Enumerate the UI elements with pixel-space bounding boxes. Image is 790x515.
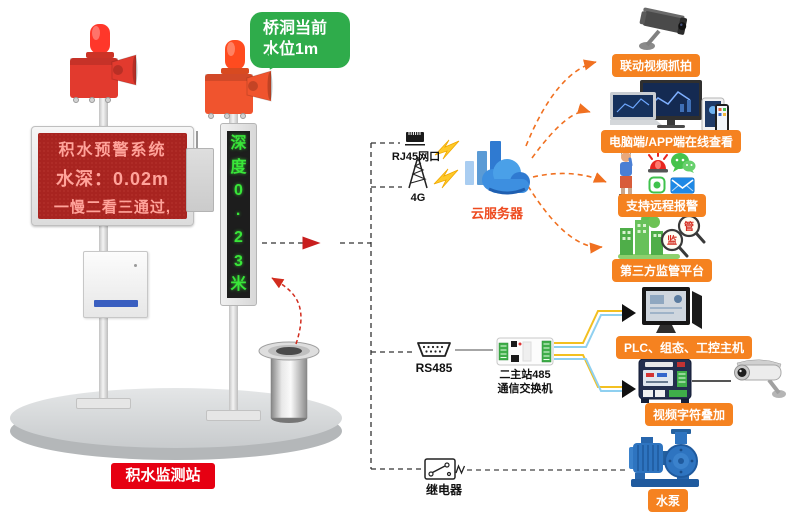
target-label-supervision: 第三方监管平台 <box>612 259 713 282</box>
depth-display-screen: 深 度 0 · 2 3 米 <box>227 131 250 298</box>
cellular-tower-icon <box>408 157 428 189</box>
cabinet-blue-label <box>94 300 138 307</box>
depth-char: 米 <box>230 276 247 293</box>
email-icon <box>670 177 695 194</box>
led-warning-board: 积水预警系统 水深：0.02m 一慢二看三通过, <box>31 126 194 226</box>
alarm-beacon-horn-icon <box>205 40 273 119</box>
cloud-curve-2 <box>531 103 591 159</box>
antenna-rod <box>196 131 198 149</box>
target-label-remote-alarm: 支持远程报警 <box>618 194 707 217</box>
video-overlay-device-icon <box>638 358 692 403</box>
target-label-online-view: 电脑端/APP端在线查看 <box>601 130 742 153</box>
cloud-curve-3 <box>532 172 607 183</box>
depth-char: · <box>235 205 242 223</box>
depth-char: 0 <box>234 182 243 199</box>
cellular-label: 4G <box>410 192 426 204</box>
depth-char: 3 <box>234 252 243 270</box>
plc-host-icon <box>642 287 702 333</box>
supervision-platform-icon: 管 监 <box>618 214 706 259</box>
relay-label: 继电器 <box>425 483 462 497</box>
wire-blue <box>554 314 622 348</box>
water-level-sensor-icon <box>258 341 320 423</box>
switch-label-line2: 通信交换机 <box>497 382 553 395</box>
rj45-port-icon <box>405 132 425 146</box>
magnifier-char: 监 <box>667 234 677 247</box>
switch-label-line1: 二主站485 <box>499 369 551 381</box>
app-icon <box>648 176 666 194</box>
wechat-icon <box>671 153 696 173</box>
equipment-box <box>186 148 214 212</box>
water-level-callout: 桥洞当前 水位1m <box>250 12 350 68</box>
led-screen: 积水预警系统 水深：0.02m 一慢二看三通过, <box>38 133 187 219</box>
depth-char: 2 <box>234 229 243 246</box>
callout-line2: 水位1m <box>263 40 319 58</box>
depth-display-board: 深 度 0 · 2 3 米 <box>220 123 257 306</box>
target-label-video-capture: 联动视频抓拍 <box>612 54 701 77</box>
person-icon <box>619 151 634 197</box>
cloud-curve-4 <box>527 185 603 254</box>
control-cabinet <box>83 251 148 318</box>
wire-blue <box>554 358 622 392</box>
lightning-icon <box>434 139 460 160</box>
depth-char: 深 <box>230 135 247 152</box>
rs485-connector-icon <box>417 342 451 357</box>
overlay-label: 视频字符叠加 <box>645 403 734 426</box>
pump-label: 水泵 <box>648 489 689 512</box>
plc-label: PLC、组态、工控主机 <box>616 336 753 359</box>
pc-app-devices-icon <box>610 80 729 134</box>
switch-label: 二主站485 通信交换机 <box>487 369 563 397</box>
wire-yellow <box>554 354 622 388</box>
water-pump-icon <box>629 429 699 487</box>
wire-arrowhead <box>622 380 636 398</box>
cloud-curve-1 <box>525 59 597 147</box>
rs485-label: RS485 <box>415 361 453 375</box>
left-pole-base <box>76 398 131 409</box>
bullet-camera-icon <box>734 359 786 398</box>
right-pole-base <box>206 410 261 421</box>
wire-arrowhead <box>622 304 636 322</box>
cctv-camera-icon <box>639 7 688 50</box>
wire-yellow <box>554 310 622 344</box>
cloud-server-icon <box>465 141 530 195</box>
sensor-display-arrow <box>271 277 302 345</box>
led-line1: 积水预警系统 <box>58 141 167 159</box>
cabinet-lock-dot <box>134 264 137 267</box>
led-line2: 水深：0.02m <box>55 168 170 189</box>
siren-icon <box>648 153 668 173</box>
callout-line1: 桥洞当前 <box>263 20 328 37</box>
led-line3: 一慢二看三通过, <box>53 198 172 216</box>
relay-icon <box>424 458 466 480</box>
lightning-icon <box>433 168 459 189</box>
station-label: 积水监测站 <box>111 463 215 489</box>
cloud-server-label: 云服务器 <box>470 206 523 221</box>
depth-char: 度 <box>230 158 247 176</box>
rs485-switch-icon <box>496 337 554 366</box>
magnifier-char: 管 <box>684 220 694 233</box>
rj45-label: RJ45网口 <box>391 151 441 163</box>
alarm-beacon-horn-icon <box>70 24 138 103</box>
